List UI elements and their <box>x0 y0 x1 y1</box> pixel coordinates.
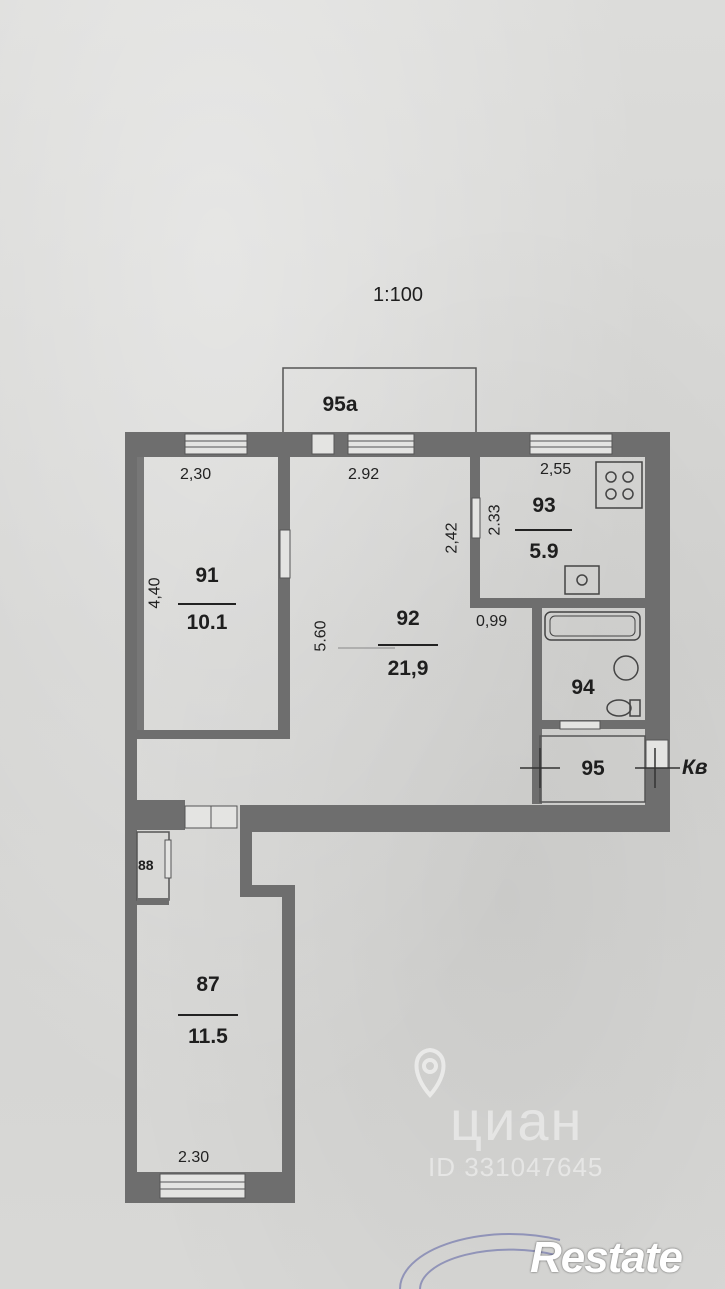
room-95-number: 95 <box>581 757 605 780</box>
wall-room87-left <box>125 828 137 1203</box>
dim-room91-width: 2,30 <box>180 466 212 483</box>
scale-label: 1:100 <box>373 284 424 306</box>
wall-room87-step-vertical <box>240 828 252 890</box>
dim-room92-width: 2.92 <box>348 466 380 483</box>
room-92-number: 92 <box>396 607 420 630</box>
balcony-door <box>311 433 335 455</box>
dim-room91-length: 4,40 <box>146 577 164 609</box>
wall-room87-right <box>282 885 295 1203</box>
watermark-name: циан <box>450 1089 584 1152</box>
room-92-area: 21,9 <box>387 657 429 680</box>
wall-bottom-left <box>125 800 185 830</box>
dim-room87-width: 2.30 <box>178 1149 210 1166</box>
window-room91 <box>184 433 248 455</box>
wall-left-upper <box>125 432 137 807</box>
room-94-number: 94 <box>571 676 595 699</box>
kitchen-sink-icon <box>564 565 600 595</box>
toilet-icon <box>606 699 632 717</box>
room-93-number: 93 <box>532 494 556 517</box>
room-87-area: 11.5 <box>188 1025 228 1048</box>
stove-icon <box>595 461 643 509</box>
washbasin-icon <box>613 655 639 681</box>
location-pin-icon <box>414 1047 446 1098</box>
room-87-number: 87 <box>196 973 220 996</box>
wall-bottom-upper <box>240 805 670 832</box>
room-93-area: 5.9 <box>529 540 559 563</box>
window-room87 <box>159 1173 246 1199</box>
door-room91 <box>279 529 291 579</box>
wall-room91-right <box>278 457 290 737</box>
window-room93 <box>529 433 613 455</box>
wall-right <box>645 432 670 832</box>
door-room93 <box>471 497 481 539</box>
dim-room92-depth-b: 2.33 <box>486 504 504 536</box>
dim-room92-depth-a: 2,42 <box>443 522 461 554</box>
door-room94 <box>559 720 601 730</box>
wall-room94-left <box>532 604 542 804</box>
watermark-id: ID 331047645 <box>428 1152 604 1182</box>
dim-room93-width: 2,55 <box>540 461 572 478</box>
window-room92 <box>347 433 415 455</box>
stamp-seal <box>399 1232 561 1289</box>
wall-room91-bottom <box>137 730 290 739</box>
wall-room93-bottom <box>470 598 645 608</box>
wall-room91-left-inner <box>137 457 144 735</box>
room-95a-number: 95а <box>322 393 358 416</box>
dim-room92-length: 5.60 <box>312 620 330 652</box>
room-91-area: 10.1 <box>186 611 228 634</box>
entry-label: Кв <box>682 756 708 779</box>
room-91-number: 91 <box>195 564 219 587</box>
bathtub-icon <box>544 611 641 641</box>
dim-corridor-width: 0,99 <box>476 613 508 630</box>
brand-logo: Restate <box>530 1233 683 1282</box>
entry-door <box>645 739 669 769</box>
wall-room87-step-horizontal <box>240 885 295 897</box>
room-88-number: 88 <box>138 857 154 873</box>
